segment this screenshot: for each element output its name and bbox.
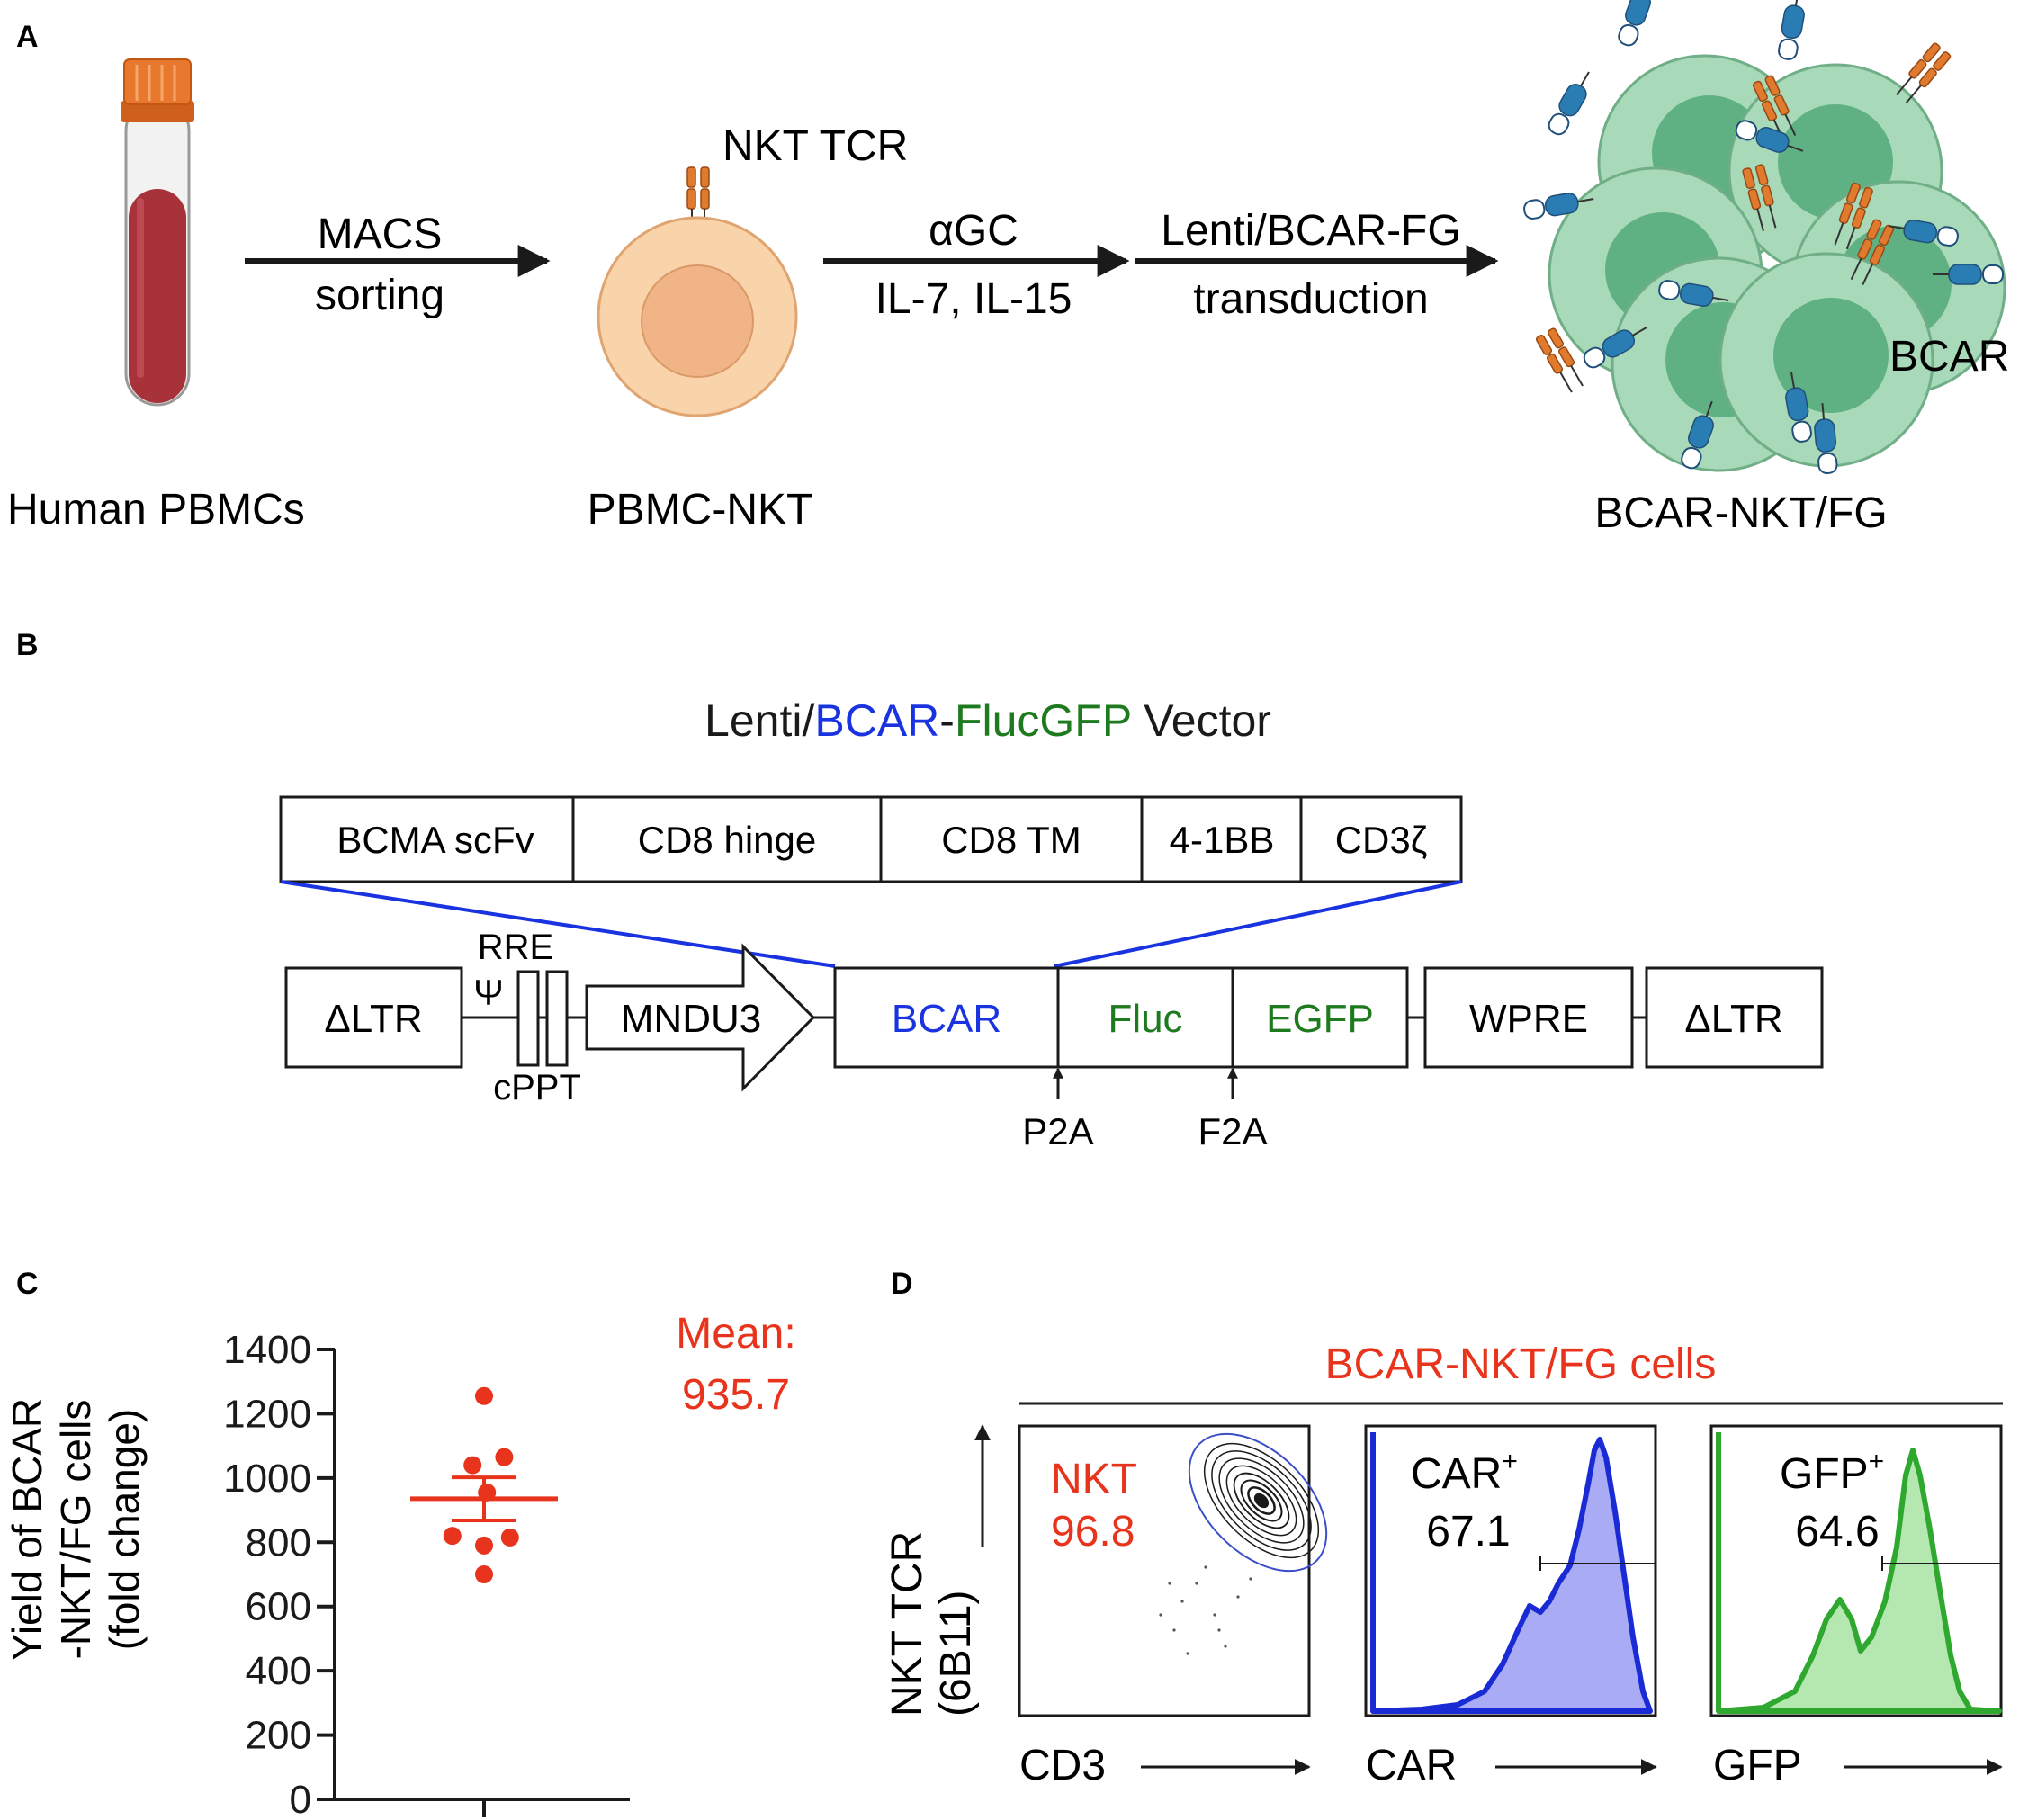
- plot2-gate-name: CAR+: [1411, 1447, 1518, 1498]
- panel-b: B Lenti/BCAR-FlucGFP Vector BCMA scFv CD…: [16, 628, 1824, 1152]
- segment-bcma-scfv: BCMA scFv: [336, 819, 534, 861]
- svg-text:-NKT/FG cells: -NKT/FG cells: [52, 1400, 99, 1660]
- plot2-xlabel: CAR: [1366, 1742, 1457, 1789]
- plot1-gate-value: 96.8: [1051, 1508, 1135, 1556]
- bcar-segment: BCAR: [892, 997, 1001, 1041]
- plot3-gate-name: GFP+: [1780, 1447, 1884, 1498]
- vector-title: Lenti/BCAR-FlucGFP Vector: [704, 695, 1271, 746]
- bcar-nkt-cluster-icon: [1521, 0, 2006, 475]
- data-point: [495, 1448, 514, 1466]
- data-point: [500, 1528, 519, 1547]
- y-tick-label: 400: [246, 1649, 311, 1693]
- panel-letter-d: D: [891, 1267, 913, 1301]
- segment-cd8-hinge: CD8 hinge: [638, 819, 816, 861]
- fluc-segment: Fluc: [1108, 997, 1182, 1041]
- dot-contour: [1159, 1432, 1328, 1655]
- p2a-label: P2A: [1022, 1110, 1093, 1152]
- cppt-box: [545, 970, 569, 1067]
- data-point: [443, 1527, 462, 1546]
- panel-d-ylabel: NKT TCR (6B11): [884, 1531, 980, 1717]
- arrow3-bottom-label: transduction: [1193, 275, 1429, 323]
- data-point: [478, 1483, 497, 1502]
- vector-backbone: ΔLTR Ψ RRE cPPT MNDU3 BCAR Fluc EGFP WPR…: [284, 928, 1824, 1152]
- car-construct: BCMA scFv CD8 hinge CD8 TM 4-1BB CD3ζ: [279, 795, 1463, 883]
- ltr-right: ΔLTR: [1684, 997, 1782, 1041]
- transgene-box: [833, 966, 1409, 1069]
- data-point: [475, 1565, 493, 1583]
- cppt-label: cPPT: [493, 1068, 581, 1107]
- svg-text:(fold change): (fold change): [101, 1409, 148, 1651]
- egfp-segment: EGFP: [1266, 997, 1374, 1041]
- wpre-box: [1423, 966, 1634, 1069]
- y-tick-label: 1400: [223, 1328, 311, 1372]
- cluster-label: BCAR-NKT/FG: [1594, 489, 1887, 537]
- rre-box: [516, 970, 540, 1067]
- panel-c-ylabel: Yield of BCAR -NKT/FG cells (fold change…: [4, 1398, 148, 1661]
- arrow1-top-label: MACS: [318, 211, 443, 258]
- svg-text:NKT TCR: NKT TCR: [884, 1531, 931, 1717]
- y-tick-label: 200: [246, 1714, 311, 1758]
- segment-cd3z: CD3ζ: [1335, 819, 1428, 861]
- arrow2-top-label: αGC: [929, 207, 1018, 255]
- y-tick-label: 800: [246, 1520, 311, 1564]
- data-point: [463, 1456, 482, 1475]
- flow-plot-gfp: GFP+ 64.6 GFP: [1709, 1424, 2003, 1789]
- psi-label: Ψ: [473, 973, 503, 1013]
- blood-tube-icon: [121, 58, 194, 407]
- nkt-cell-icon: [597, 166, 798, 417]
- plot1-gate-name: NKT: [1051, 1456, 1137, 1503]
- plot2-gate-value: 67.1: [1426, 1508, 1510, 1556]
- plot3-xlabel: GFP: [1713, 1742, 1802, 1789]
- arrow2-bottom-label: IL-7, IL-15: [875, 275, 1072, 323]
- plot1-xlabel: CD3: [1019, 1742, 1106, 1789]
- mean-value: 935.7: [682, 1371, 790, 1419]
- segment-cd8-tm: CD8 TM: [941, 819, 1081, 861]
- flow-plot-car: CAR+ 67.1 CAR: [1364, 1424, 1657, 1789]
- panel-c: C Yield of BCAR -NKT/FG cells (fold chan…: [4, 1267, 796, 1820]
- f2a-label: F2A: [1198, 1110, 1267, 1152]
- mndu3-promoter: [585, 943, 816, 1092]
- y-tick-label: 1000: [223, 1457, 311, 1501]
- cell-label: PBMC-NKT: [588, 486, 813, 533]
- bcar-label: BCAR: [1889, 333, 2009, 381]
- panel-d: D BCAR-NKT/FG cells NKT TCR (6B11): [884, 1267, 2003, 1789]
- flow-plot-cd3: NKT 96.8 CD3: [1018, 1424, 1328, 1789]
- tcr-label: NKT TCR: [722, 122, 908, 170]
- svg-text:WPRE: WPRE: [1469, 997, 1588, 1041]
- panel-letter-c: C: [16, 1267, 39, 1301]
- y-tick-label: 600: [246, 1585, 311, 1629]
- panel-letter-b: B: [16, 628, 39, 662]
- mean-label: Mean:: [676, 1310, 795, 1358]
- svg-text:MNDU3: MNDU3: [621, 997, 761, 1041]
- yield-scatter-chart: 0 200 400 600 800 1000 1200 1400: [223, 1328, 630, 1820]
- panel-letter-a: A: [16, 20, 39, 54]
- panel-d-header: BCAR-NKT/FG cells: [1325, 1340, 1717, 1388]
- data-point: [475, 1536, 493, 1555]
- rre-label: RRE: [478, 928, 553, 967]
- y-tick-label: 1200: [223, 1392, 311, 1436]
- ltr-right-box: [1645, 966, 1824, 1069]
- panel-a: A Human PBMCs MACS sorting NKT TCR PBMC-…: [7, 0, 2009, 537]
- arrow3-top-label: Lenti/BCAR-FG: [1161, 207, 1460, 255]
- svg-text:(6B11): (6B11): [932, 1590, 980, 1717]
- plot3-gate-value: 64.6: [1795, 1508, 1879, 1556]
- segment-4-1bb: 4-1BB: [1170, 819, 1275, 861]
- svg-text:Yield of BCAR: Yield of BCAR: [4, 1398, 50, 1661]
- arrow1-bottom-label: sorting: [315, 272, 444, 319]
- y-tick-label: 0: [290, 1778, 311, 1820]
- tube-label: Human PBMCs: [7, 486, 305, 533]
- data-point: [475, 1386, 493, 1405]
- expansion-line-right: [1054, 880, 1462, 968]
- ltr-left: ΔLTR: [324, 997, 422, 1041]
